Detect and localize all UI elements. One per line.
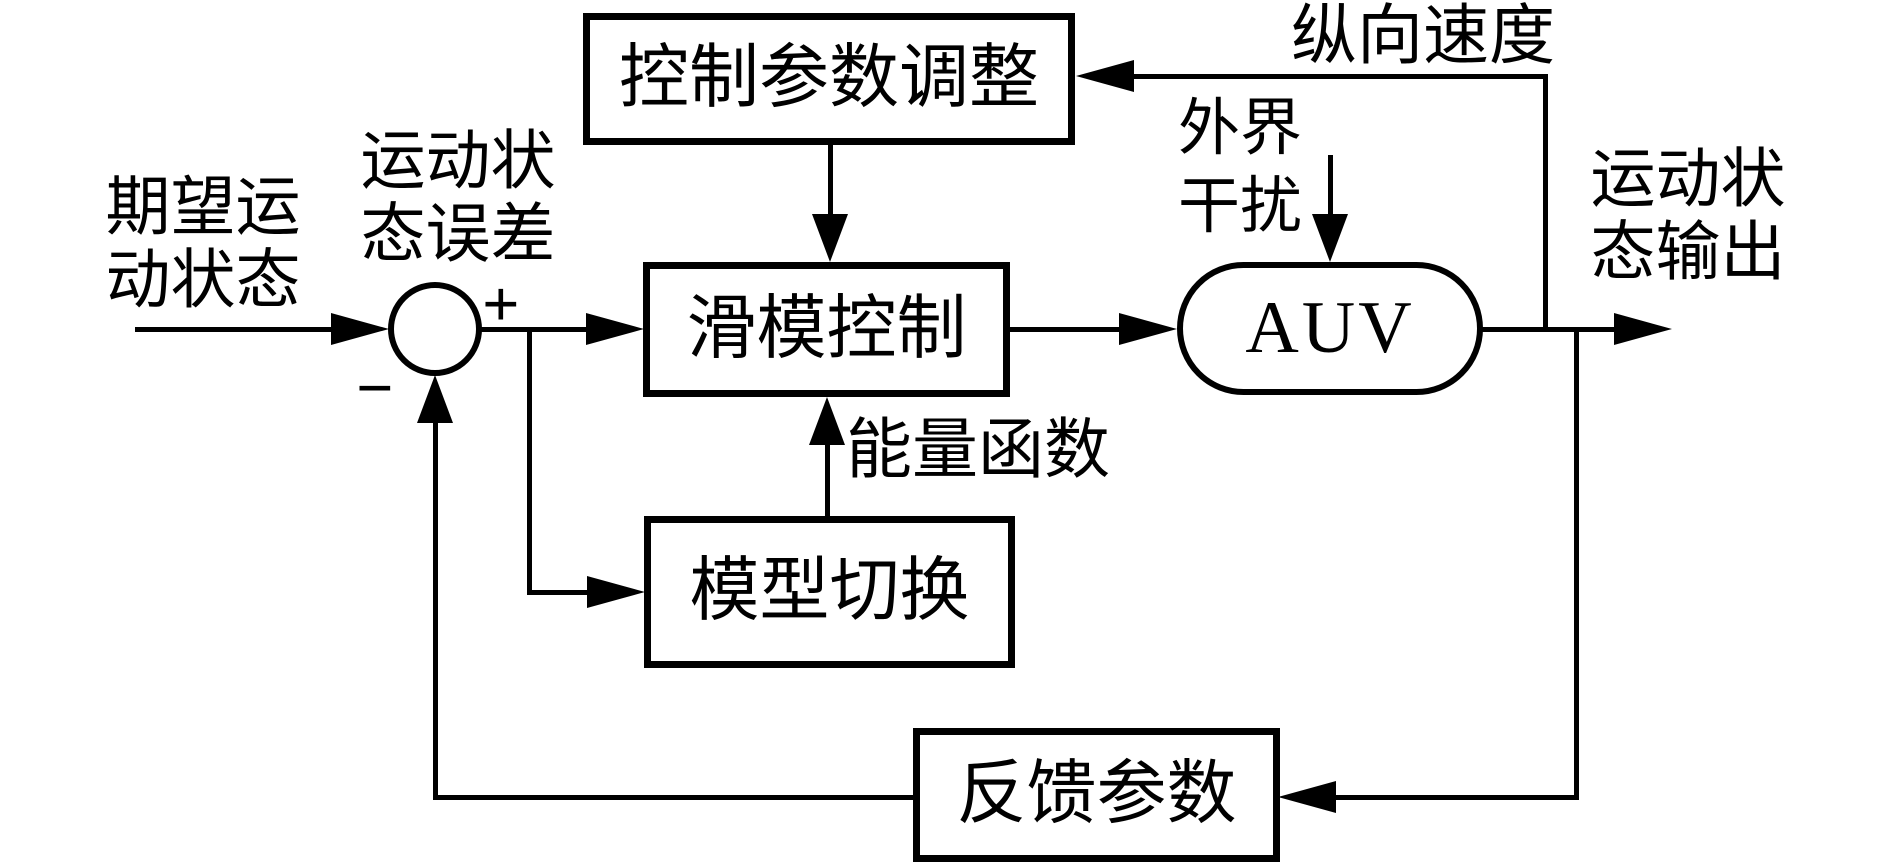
label-motion-state-error-line2: 态误差 xyxy=(360,199,556,271)
arrowhead-topfeedback xyxy=(1076,60,1134,92)
label-motion-state-output-line2: 态输出 xyxy=(1590,217,1786,289)
arrowhead-output xyxy=(1614,313,1672,345)
arrowhead-input xyxy=(331,313,389,345)
arrowhead-sum-minus xyxy=(417,375,453,423)
wire-branch-vertical xyxy=(527,327,532,595)
node-model-switching: 模型切换 xyxy=(644,516,1015,668)
label-desired-motion-state-line1: 期望运 xyxy=(105,172,301,244)
label-motion-state-output: 运动状 态输出 xyxy=(1578,144,1798,290)
node-feedback-parameters: 反馈参数 xyxy=(913,728,1280,862)
label-desired-motion-state-line2: 动状态 xyxy=(105,245,301,317)
label-desired-motion-state: 期望运 动状态 xyxy=(93,172,313,318)
node-control-parameter-adjustment-label: 控制参数调整 xyxy=(619,40,1039,117)
wire-ctrl-down xyxy=(828,145,833,215)
label-motion-state-output-line1: 运动状 xyxy=(1590,144,1786,216)
arrowhead-model-switch xyxy=(587,576,645,608)
minus-sign: − xyxy=(356,352,394,425)
wire-bottomfeedback-up xyxy=(433,422,438,800)
arrowhead-error xyxy=(586,313,644,345)
label-energy-function: 能量函数 xyxy=(846,414,1110,487)
node-auv-plant: AUV xyxy=(1177,262,1483,395)
wire-control-to-auv xyxy=(1008,327,1120,332)
wire-bottomfeedback-down xyxy=(1574,329,1579,800)
wire-output xyxy=(1481,327,1615,332)
wire-error xyxy=(481,327,587,332)
node-sliding-mode-control: 滑模控制 xyxy=(643,262,1010,397)
wire-topfeedback-vertical xyxy=(1543,74,1548,332)
label-external-disturbance-line1: 外界 xyxy=(1178,95,1303,163)
wire-branch-horizontal xyxy=(527,590,588,595)
wire-bottomfeedback-left xyxy=(433,795,915,800)
node-control-parameter-adjustment: 控制参数调整 xyxy=(583,13,1075,145)
label-external-disturbance-line2: 干扰 xyxy=(1178,173,1303,241)
node-feedback-parameters-label: 反馈参数 xyxy=(956,756,1237,833)
arrowhead-feedback-box xyxy=(1278,781,1336,813)
arrowhead-energy-up xyxy=(809,397,845,445)
label-longitudinal-velocity: 纵向速度 xyxy=(1291,0,1555,73)
wire-input xyxy=(135,327,332,332)
node-auv-plant-label: AUV xyxy=(1245,287,1415,369)
label-external-disturbance: 外界 干扰 xyxy=(1178,90,1328,246)
label-motion-state-error-line1: 运动状 xyxy=(360,126,556,198)
node-model-switching-label: 模型切换 xyxy=(689,553,970,630)
arrowhead-auv-input xyxy=(1119,313,1177,345)
node-sliding-mode-control-label: 滑模控制 xyxy=(686,290,967,368)
label-motion-state-error: 运动状 态误差 xyxy=(348,126,568,272)
wire-disturbance xyxy=(1328,155,1333,215)
wire-energy-up xyxy=(825,444,830,516)
arrowhead-ctrl-down xyxy=(812,214,848,262)
wire-topfeedback-horizontal xyxy=(1134,74,1548,79)
wire-bottomfeedback-right xyxy=(1336,795,1579,800)
arrowhead-disturbance xyxy=(1312,214,1348,262)
plus-sign: + xyxy=(482,268,520,341)
summing-junction xyxy=(388,282,482,376)
